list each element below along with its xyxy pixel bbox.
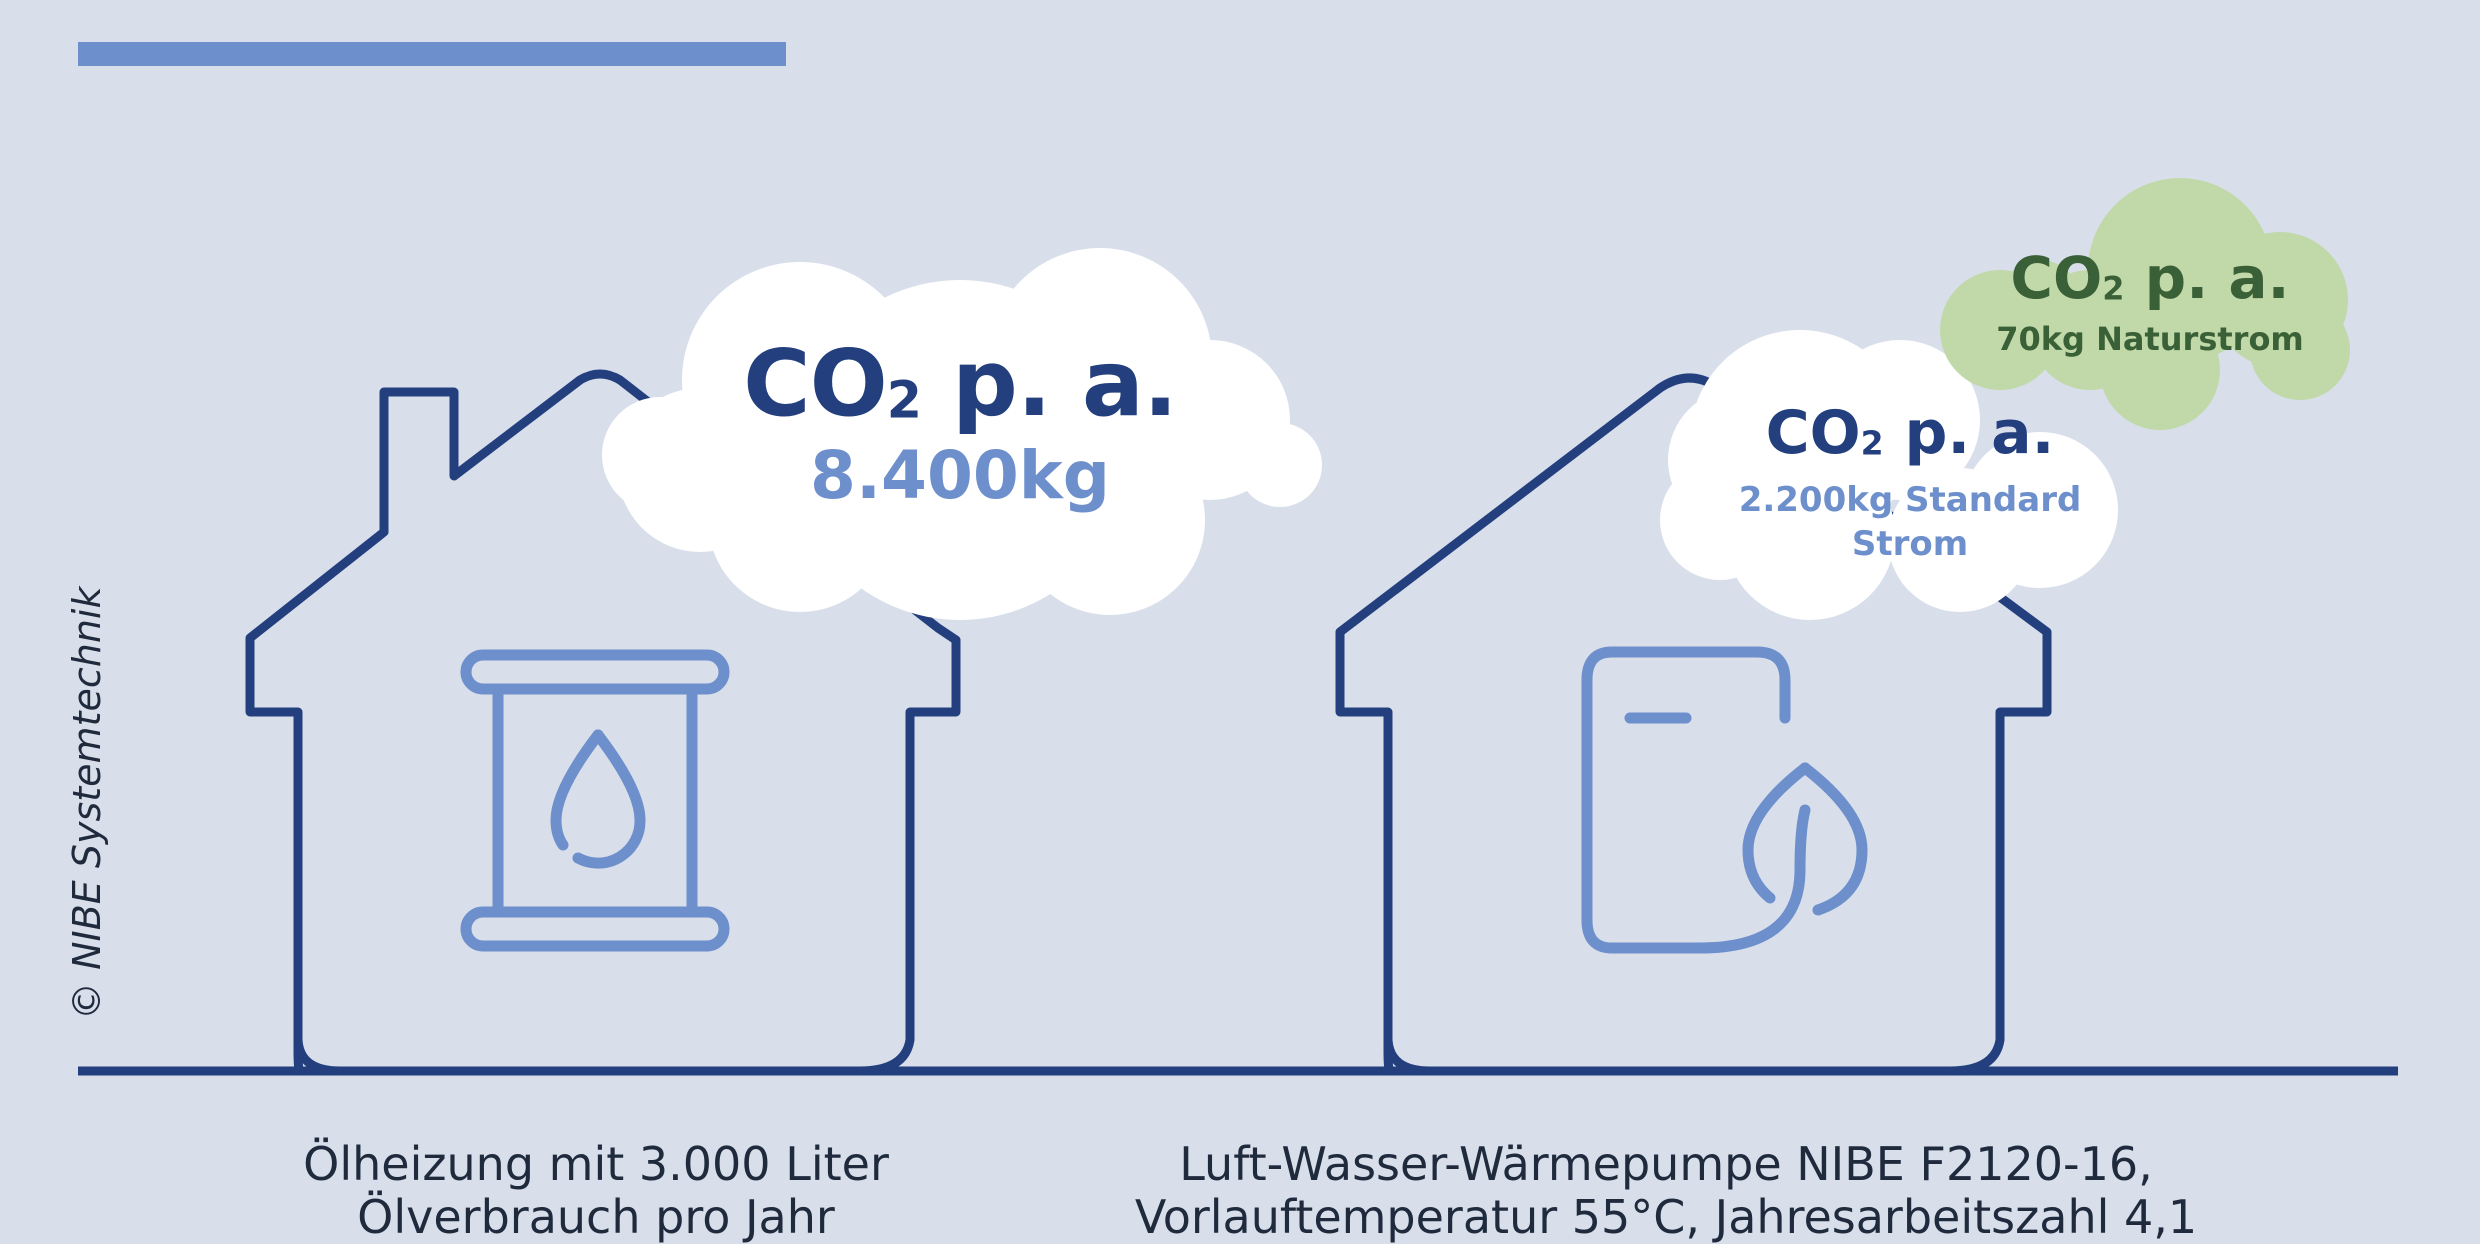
oil-house-caption: Ölheizung mit 3.000 Liter Ölverbrauch pr… xyxy=(196,1138,996,1244)
heatpump-house-caption-line2: Vorlauftemperatur 55°C, Jahresarbeitszah… xyxy=(1134,1189,2198,1244)
heatpump-cloud-title: CO2 p. a. xyxy=(1765,398,2055,468)
heat-pump-icon xyxy=(1581,646,1791,954)
heatpump-cloud-value-line2: Strom xyxy=(1851,524,1969,565)
heatpump-cloud-value-line1: 2.200kg Standard xyxy=(1738,480,2082,520)
heatpump-cloud-text: CO2 p. a. 2.200kg Standard Strom xyxy=(1710,398,2110,566)
leaf-icon xyxy=(1694,762,1868,954)
heatpump-co2-cloud xyxy=(1660,330,2118,620)
drop-icon xyxy=(550,729,646,869)
oil-cloud-text: CO2 p. a. 8.400kg xyxy=(720,330,1200,514)
heatpump-house-outline xyxy=(1335,373,2052,1076)
green-cloud-title: CO2 p. a. xyxy=(2010,244,2290,312)
oil-cloud-title: CO2 p. a. xyxy=(743,330,1178,437)
oil-house-caption-line1: Ölheizung mit 3.000 Liter xyxy=(303,1137,889,1191)
heatpump-house-caption-line1: Luft-Wasser-Wärmepumpe NIBE F2120-16, xyxy=(1179,1137,2153,1191)
green-co2-cloud xyxy=(1940,178,2350,430)
green-cloud-text: CO2 p. a. 70kg Naturstrom xyxy=(1960,244,2340,358)
oil-house-outline xyxy=(245,369,961,1076)
green-cloud-value: 70kg Naturstrom xyxy=(1996,320,2304,358)
accent-bar xyxy=(78,42,786,66)
oil-co2-cloud xyxy=(602,248,1322,620)
heatpump-house-caption: Luft-Wasser-Wärmepumpe NIBE F2120-16, Vo… xyxy=(1086,1138,2246,1244)
oil-house-caption-line2: Ölverbrauch pro Jahr xyxy=(357,1189,835,1244)
copyright-credit: © NIBE Systemtechnik xyxy=(65,586,109,1020)
oil-barrel-icon xyxy=(460,649,730,952)
oil-cloud-value: 8.400kg xyxy=(810,437,1110,514)
